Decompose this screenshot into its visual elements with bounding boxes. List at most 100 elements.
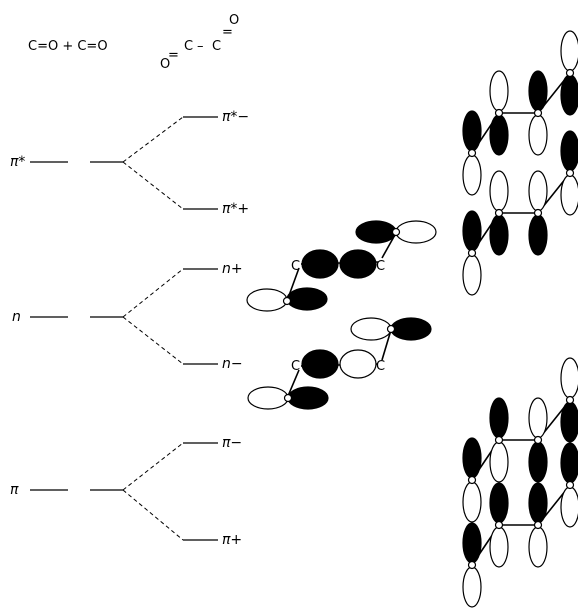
pi-star-plus-c1-top — [489, 170, 509, 212]
pi-plus-label: π+ — [222, 532, 242, 548]
pi-star-plus-o1-top — [462, 210, 482, 252]
pi-star-minus-label: π*− — [222, 109, 249, 125]
n-plus-lobe-o2-right — [395, 220, 437, 244]
pi-plus-o2-atom — [565, 480, 575, 490]
pi-star-minus-c1-bottom — [489, 114, 509, 156]
glyoxal-c2: C — [212, 39, 221, 54]
pi-split-down — [122, 489, 184, 541]
pi-star-label: π* — [10, 154, 25, 170]
pi-minus-label: π− — [222, 435, 242, 451]
pi-minus-c2-bottom — [528, 441, 548, 483]
pi-star-levels: π* π*− π*+ — [10, 109, 249, 217]
n-plus-orbital: C C — [246, 220, 437, 312]
pi-plus-c1-top — [489, 482, 509, 524]
n-plus-lobe-o1-left — [246, 288, 288, 312]
pi-star-plus-o2-atom — [565, 168, 575, 178]
n-minus-orbital: C C — [247, 317, 432, 410]
n-plus-lobe-c2 — [339, 249, 377, 279]
n-plus-o1-atom — [282, 296, 292, 306]
pi-star-minus-o1-bottom — [462, 154, 482, 196]
pi-plus-o2-top — [560, 442, 578, 484]
n-plus-lobe-o1-right — [286, 287, 328, 311]
pi-plus-o2-bottom — [560, 486, 578, 528]
n-minus-lobe-c2 — [339, 349, 377, 379]
pi-minus-c1-atom — [494, 435, 504, 445]
pi-minus-o2-bottom — [560, 401, 578, 443]
pi-plus-c2-top — [528, 482, 548, 524]
pi-star-split-down — [122, 161, 184, 210]
pi-minus-o2-atom — [565, 395, 575, 405]
pi-star-plus-o2-top — [560, 130, 578, 172]
pi-star-plus-c2-top — [528, 170, 548, 212]
glyoxal-structure: O = C – C = O — [160, 13, 239, 72]
pi-plus-o1-atom — [467, 560, 477, 570]
glyoxal-o-left: O — [160, 57, 170, 72]
n-plus-c1-label: C — [291, 259, 300, 274]
pi-star-minus-o1-atom — [467, 148, 477, 158]
pi-plus-c1-atom — [494, 520, 504, 530]
pi-minus-o1-atom — [467, 475, 477, 485]
pi-plus-c2-bottom — [528, 526, 548, 568]
pi-minus-o2-top — [560, 357, 578, 399]
n-minus-lobe-o1-right — [287, 386, 329, 410]
n-levels: n n+ n− — [12, 261, 243, 372]
pi-split-up — [122, 442, 184, 491]
pi-star-plus-c2-bottom — [528, 214, 548, 256]
pi-star-plus-label: π*+ — [222, 201, 249, 217]
pi-minus-c1-top — [489, 397, 509, 439]
pi-star-plus-o1-atom — [467, 248, 477, 258]
pi-star-plus-orbital — [462, 130, 578, 296]
pi-star-minus-c2-bottom — [528, 114, 548, 156]
pi-star-minus-c1-atom — [494, 108, 504, 118]
glyoxal-c1: C — [184, 39, 193, 54]
reaction-label: C=O + C=O — [28, 39, 108, 54]
n-label: n — [12, 309, 21, 325]
pi-minus-c2-atom — [533, 435, 543, 445]
pi-plus-orbital — [462, 442, 578, 608]
n-plus-lobe-o2-left — [355, 220, 397, 244]
glyoxal-double-bond-2: = — [222, 25, 233, 40]
n-minus-bond-1 — [287, 369, 300, 397]
pi-levels: π π− π+ — [10, 435, 242, 548]
pi-star-minus-c2-top — [528, 70, 548, 112]
pi-star-plus-c1-bottom — [489, 214, 509, 256]
n-minus-lobe-o2-right — [390, 317, 432, 341]
n-minus-lobe-o2-left — [350, 317, 392, 341]
n-plus-lobe-c1 — [301, 249, 339, 279]
pi-star-minus-orbital — [462, 30, 578, 196]
n-plus-label: n+ — [222, 261, 243, 277]
pi-star-minus-o2-bottom — [560, 74, 578, 116]
pi-star-minus-c2-atom — [533, 108, 543, 118]
n-plus-c2-label: C — [376, 259, 385, 274]
pi-minus-c2-top — [528, 397, 548, 439]
glyoxal-double-bond-1: = — [168, 48, 179, 63]
n-minus-bond-3 — [381, 329, 392, 361]
pi-star-minus-o1-top — [462, 110, 482, 152]
pi-star-minus-c1-top — [489, 70, 509, 112]
pi-star-plus-c1-atom — [494, 208, 504, 218]
n-plus-o2-atom — [391, 227, 401, 237]
n-minus-o1-atom — [283, 393, 293, 403]
pi-plus-o1-bottom — [462, 566, 482, 608]
n-minus-lobe-o1-left — [247, 386, 289, 410]
pi-star-plus-o2-bottom — [560, 174, 578, 216]
pi-minus-o1-bottom — [462, 481, 482, 523]
glyoxal-single-bond: – — [197, 39, 204, 54]
n-minus-c2-label: C — [376, 359, 385, 374]
pi-star-minus-o2-top — [560, 30, 578, 72]
pi-star-plus-c2-atom — [533, 208, 543, 218]
n-split-up — [122, 268, 184, 318]
pi-star-split-up — [122, 116, 184, 163]
pi-minus-c1-bottom — [489, 441, 509, 483]
pi-star-minus-o2-atom — [565, 68, 575, 78]
pi-star-plus-o1-bottom — [462, 254, 482, 296]
pi-minus-o1-top — [462, 437, 482, 479]
glyoxal-o-right: O — [229, 13, 239, 28]
pi-plus-o1-top — [462, 522, 482, 564]
pi-label: π — [10, 482, 19, 498]
pi-minus-orbital — [462, 357, 578, 523]
pi-plus-c1-bottom — [489, 526, 509, 568]
n-minus-label: n− — [222, 356, 243, 372]
n-split-down — [122, 316, 184, 365]
